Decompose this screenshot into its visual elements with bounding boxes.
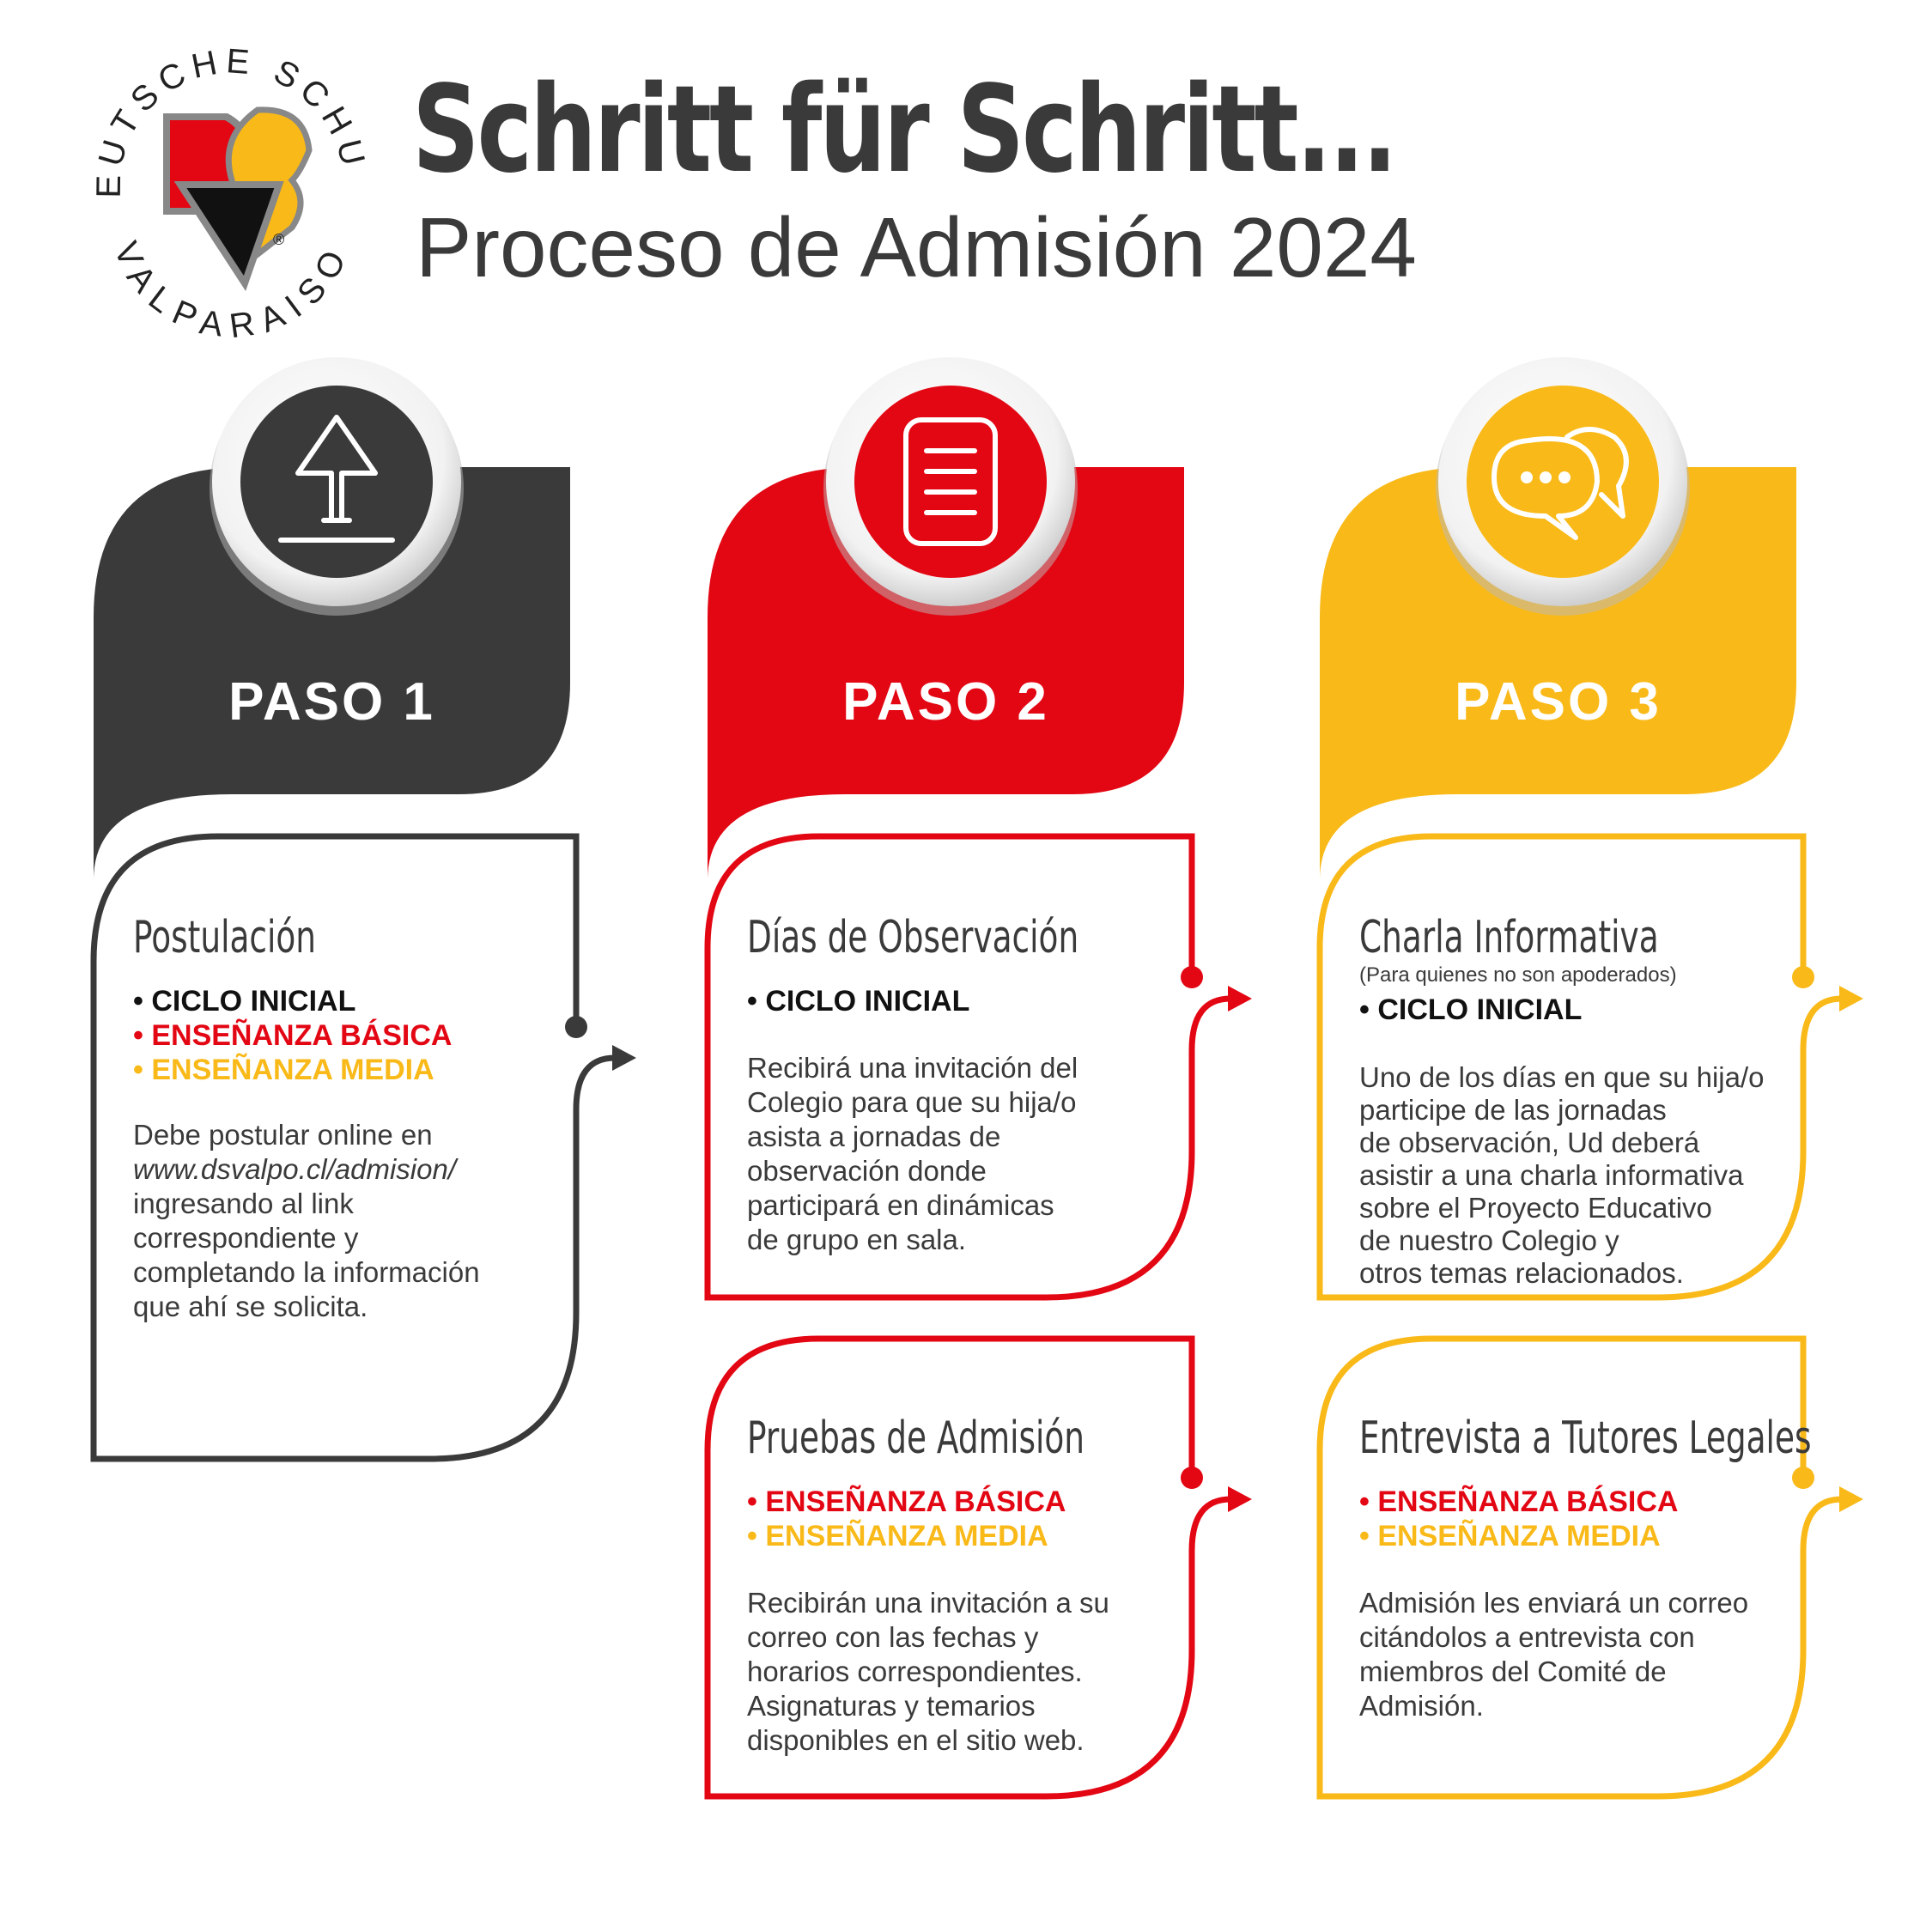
upload-icon [278, 415, 395, 543]
card-pruebas-outline [704, 1335, 1252, 1800]
body-line: Admisión les enviará un correo [1359, 1587, 1749, 1619]
body-line: Uno de los días en que su hija/o [1359, 1061, 1765, 1093]
card-postulacion-outline [90, 833, 636, 1462]
arrow-right-icon [1228, 1486, 1252, 1512]
body-line: de observación, Ud deberá [1359, 1127, 1700, 1158]
document-step-badge [823, 357, 1078, 616]
body-line: horarios correspondientes. [747, 1656, 1083, 1687]
body-line: completando la información [133, 1256, 480, 1288]
card-charla-informativa: Charla Informativa (Para quienes no son … [1359, 912, 1775, 1290]
card-title: Postulación [133, 912, 317, 963]
body-line: correo con las fechas y [747, 1621, 1039, 1653]
body-line: que ahí se solicita. [133, 1291, 368, 1322]
bullet-ensenanza-basica: • ENSEÑANZA BÁSICA [1359, 1485, 1679, 1518]
body-line: Admisión. [1359, 1690, 1484, 1722]
body-line: participará en dinámicas [747, 1189, 1054, 1221]
card-observacion-outline [704, 833, 1252, 1301]
card-title: Charla Informativa [1359, 912, 1659, 963]
step-3-header [1320, 467, 1796, 880]
chat-bubbles-icon [1492, 427, 1629, 540]
body-line: otros temas relacionados. [1359, 1257, 1684, 1289]
bullet-ensenanza-media: • ENSEÑANZA MEDIA [747, 1520, 1048, 1552]
upload-step-badge [210, 357, 464, 616]
connector-dot [1792, 966, 1814, 988]
body-line: de grupo en sala. [747, 1224, 967, 1255]
body-line: Recibirá una invitación del [747, 1052, 1078, 1084]
step-1-header [94, 467, 570, 880]
body-line: sobre el Proyecto Educativo [1359, 1192, 1712, 1224]
connector-dot [1181, 966, 1203, 988]
arrow-right-icon [1839, 986, 1863, 1012]
step-1-label: PASO 1 [228, 672, 435, 732]
step-2-header [708, 467, 1184, 880]
page-title: Schritt für Schritt... [412, 60, 1398, 200]
page-subtitle: Proceso de Admisión 2024 [416, 200, 1417, 295]
body-line: asistir a una charla informativa [1359, 1159, 1744, 1191]
body-line: disponibles en el sitio web. [747, 1724, 1084, 1756]
card-pruebas-admision: Pruebas de Admisión • ENSEÑANZA BÁSICA •… [747, 1413, 1216, 1758]
card-subtitle: (Para quienes no son apoderados) [1359, 963, 1677, 987]
step-2-label: PASO 2 [842, 672, 1049, 732]
connector-dot [1792, 1467, 1814, 1489]
body-line: Colegio para que su hija/o [747, 1086, 1077, 1118]
card-entrevista-outline [1316, 1335, 1863, 1800]
card-entrevista-tutores: Entrevista a Tutores Legales • ENSEÑANZA… [1359, 1413, 1932, 1723]
body-line: ingresando al link [133, 1188, 354, 1219]
step-3-label: PASO 3 [1455, 672, 1662, 732]
body-line: correspondiente y [133, 1222, 359, 1254]
arrow-right-icon [1228, 986, 1252, 1012]
bullet-ciclo-inicial: • CICLO INICIAL [747, 985, 970, 1018]
bullet-ensenanza-media: • ENSEÑANZA MEDIA [133, 1054, 434, 1086]
document-icon [903, 417, 998, 546]
card-title: Días de Observación [747, 912, 1079, 963]
bullet-ensenanza-basica: • ENSEÑANZA BÁSICA [747, 1485, 1066, 1518]
body-line: participe de las jornadas [1359, 1094, 1667, 1126]
connector-dot [1181, 1467, 1203, 1489]
body-line: Debe postular online en [133, 1119, 433, 1151]
body-line: miembros del Comité de [1359, 1656, 1667, 1687]
card-title: Entrevista a Tutores Legales [1359, 1413, 1812, 1464]
body-line: de nuestro Colegio y [1359, 1224, 1619, 1256]
body-line: Recibirán una invitación a su [747, 1587, 1109, 1619]
chat-bubbles-step-badge [1436, 357, 1690, 616]
card-dias-observacion: Días de Observación • CICLO INICIAL Reci… [747, 912, 1207, 1257]
svg-text:®: ® [273, 231, 284, 248]
bullet-ensenanza-basica: • ENSEÑANZA BÁSICA [133, 1019, 453, 1052]
arrow-right-icon [612, 1045, 636, 1071]
card-charla-outline [1316, 833, 1863, 1301]
bullet-ciclo-inicial: • CICLO INICIAL [1359, 993, 1583, 1026]
arrow-right-icon [1839, 1486, 1863, 1512]
card-title: Pruebas de Admisión [747, 1413, 1085, 1464]
school-logo: DEUTSCHE SCHULE VALPARAISO ® [0, 0, 367, 345]
website-link[interactable]: www.dsvalpo.cl/admision/ [133, 1153, 456, 1185]
body-line: asista a jornadas de [747, 1121, 1001, 1152]
body-line: observación donde [747, 1155, 987, 1187]
bullet-ensenanza-media: • ENSEÑANZA MEDIA [1359, 1520, 1661, 1552]
card-postulacion: Postulación • CICLO INICIAL • ENSEÑANZA … [133, 912, 480, 1324]
bullet-ciclo-inicial: • CICLO INICIAL [133, 985, 356, 1018]
connector-dot [565, 1016, 587, 1038]
body-line: citándolos a entrevista con [1359, 1621, 1695, 1653]
body-line: Asignaturas y temarios [747, 1690, 1036, 1722]
